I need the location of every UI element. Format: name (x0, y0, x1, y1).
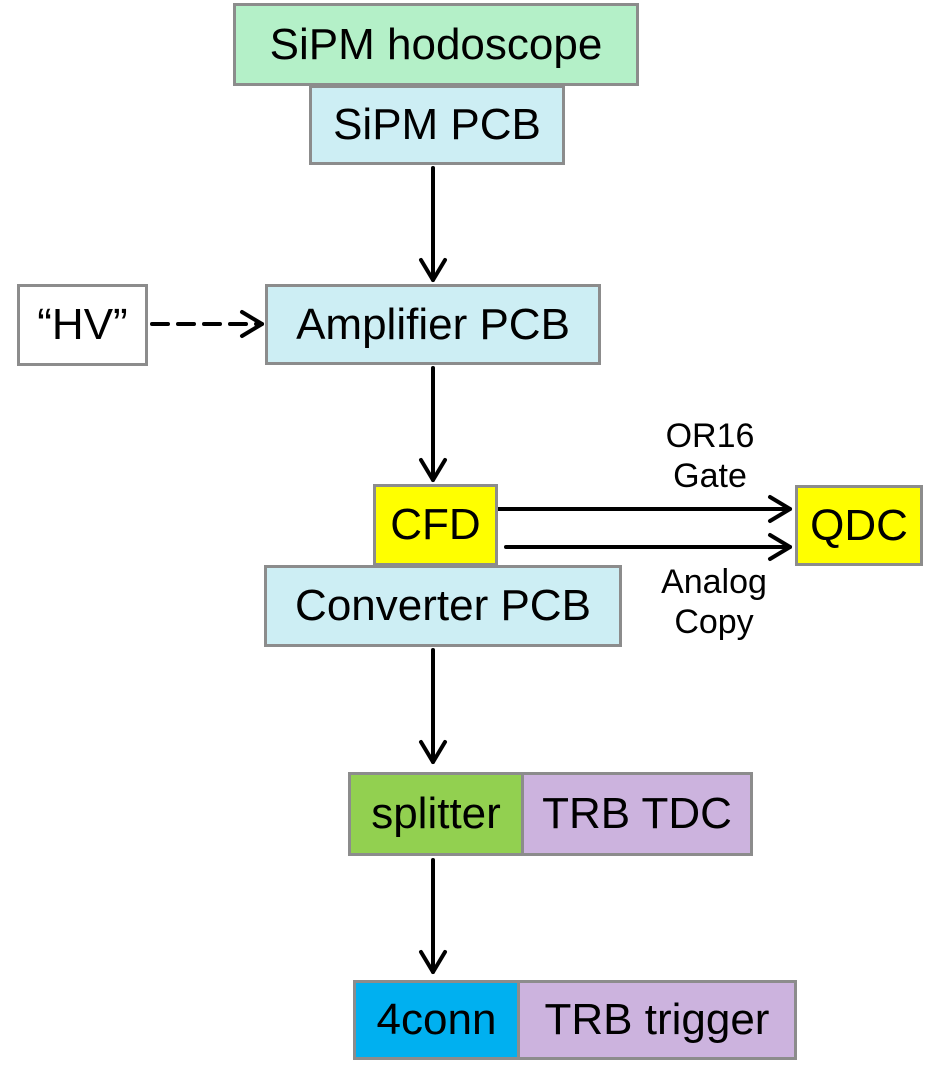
node-sipm-hodoscope: SiPM hodoscope (233, 3, 639, 86)
node-sipm-pcb-label: SiPM PCB (333, 100, 541, 149)
node-fourconn-label: 4conn (376, 995, 497, 1044)
node-cfd: CFD (373, 484, 498, 566)
arrowhead-converter-to-splitter (419, 740, 447, 764)
node-sipm-pcb: SiPM PCB (309, 85, 565, 165)
arrowhead-splitter-to-fourconn (419, 950, 447, 974)
node-qdc: QDC (795, 485, 923, 566)
node-fourconn: 4conn (353, 980, 520, 1060)
node-trb-trigger-label: TRB trigger (544, 995, 770, 1044)
node-sipm-hodoscope-label: SiPM hodoscope (269, 19, 603, 69)
node-converter-pcb: Converter PCB (264, 565, 622, 647)
edge-label-or16-gate: OR16 Gate (620, 416, 800, 496)
edge-label-analog-line2: Copy (674, 603, 754, 641)
node-trb-tdc-label: TRB TDC (542, 789, 732, 838)
edge-label-or16-line1: OR16 (665, 417, 755, 455)
node-splitter: splitter (348, 772, 524, 856)
arrowhead-sipm-to-amplifier (419, 258, 447, 282)
node-hv-label: “HV” (37, 300, 128, 349)
edge-label-or16-line2: Gate (673, 457, 747, 495)
edge-label-analog-copy: Analog Copy (624, 562, 804, 642)
node-converter-pcb-label: Converter PCB (295, 581, 591, 630)
arrowhead-amplifier-to-cfd (419, 458, 447, 482)
node-hv: “HV” (17, 284, 148, 366)
node-amplifier-pcb-label: Amplifier PCB (296, 299, 570, 349)
node-cfd-label: CFD (390, 500, 481, 549)
node-trb-tdc: TRB TDC (521, 772, 753, 856)
node-splitter-label: splitter (371, 789, 501, 838)
edge-label-analog-line1: Analog (661, 563, 767, 601)
arrowhead-cfd-to-qdc-gate (768, 495, 792, 523)
node-trb-trigger: TRB trigger (517, 980, 797, 1060)
node-amplifier-pcb: Amplifier PCB (265, 284, 601, 365)
arrowhead-hv-to-amplifier (240, 310, 264, 338)
node-qdc-label: QDC (810, 500, 908, 550)
arrowhead-cfd-to-qdc-analog (768, 533, 792, 561)
